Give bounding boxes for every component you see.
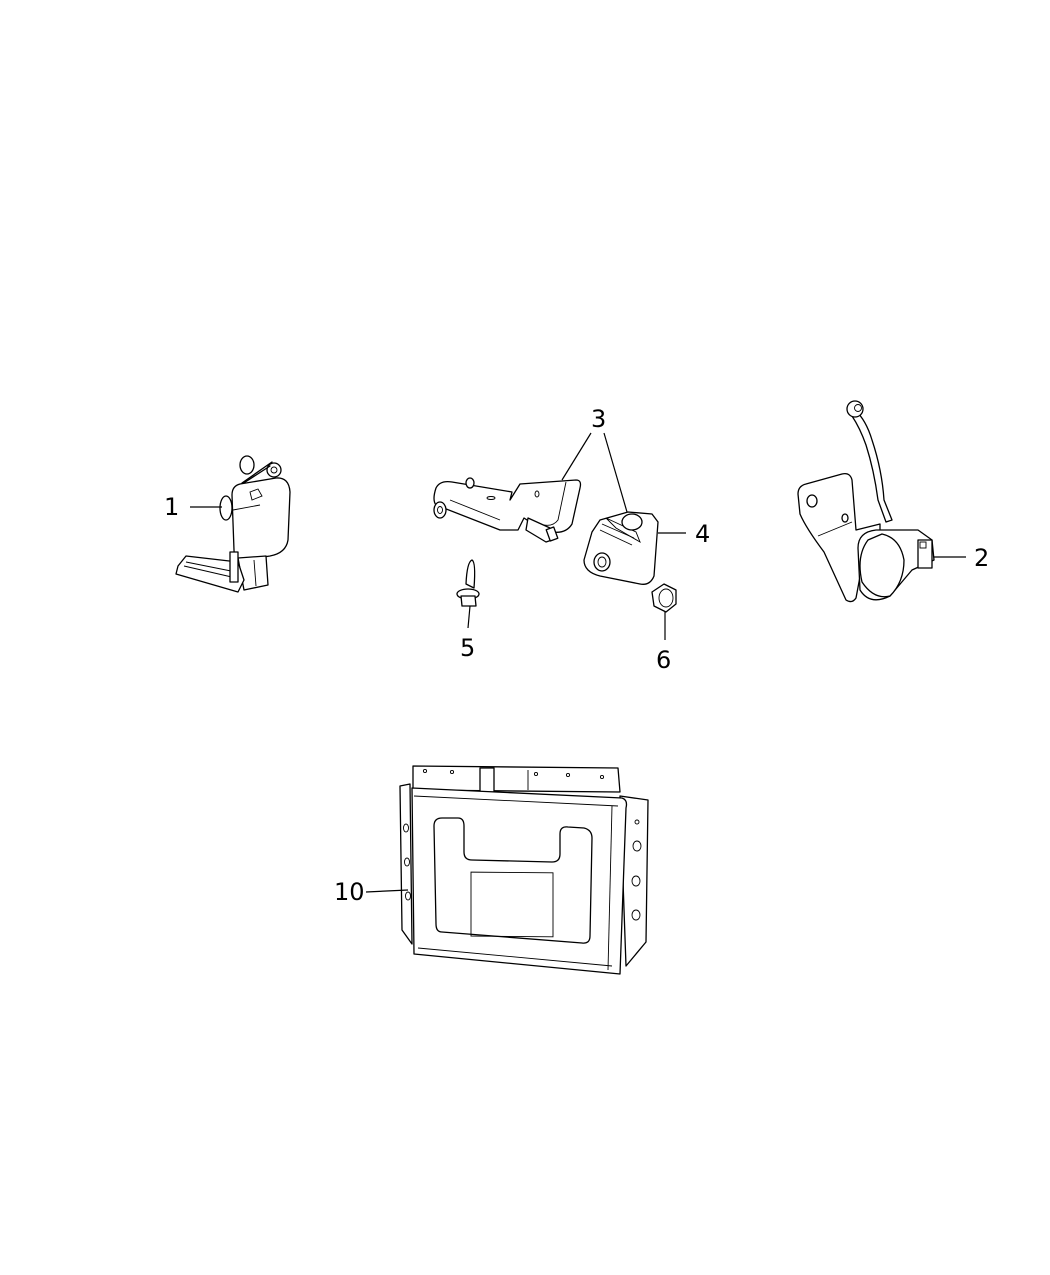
callout-label-2: 2	[974, 544, 989, 572]
callout-3: 3	[561, 405, 628, 513]
callout-label-4: 4	[695, 520, 710, 548]
callout-label-5: 5	[460, 634, 475, 662]
part-4-sensor	[583, 511, 659, 585]
part-5-bolt	[456, 559, 480, 629]
callout-10: 10	[334, 878, 409, 906]
callout-label-10: 10	[334, 878, 365, 906]
part-10-control-module	[399, 765, 649, 975]
callout-2: 2	[934, 544, 989, 572]
part-1-height-sensor	[175, 455, 291, 593]
callout-label-1: 1	[164, 493, 179, 521]
callout-5: 5	[460, 634, 475, 662]
callout-1: 1	[164, 493, 222, 521]
part-2-height-sensor	[797, 400, 935, 603]
callout-4: 4	[658, 520, 710, 548]
callout-label-3: 3	[591, 405, 606, 433]
callout-6: 6	[656, 646, 671, 674]
part-3-bracket	[433, 477, 582, 543]
callout-label-6: 6	[656, 646, 671, 674]
part-6-nut	[651, 583, 677, 640]
